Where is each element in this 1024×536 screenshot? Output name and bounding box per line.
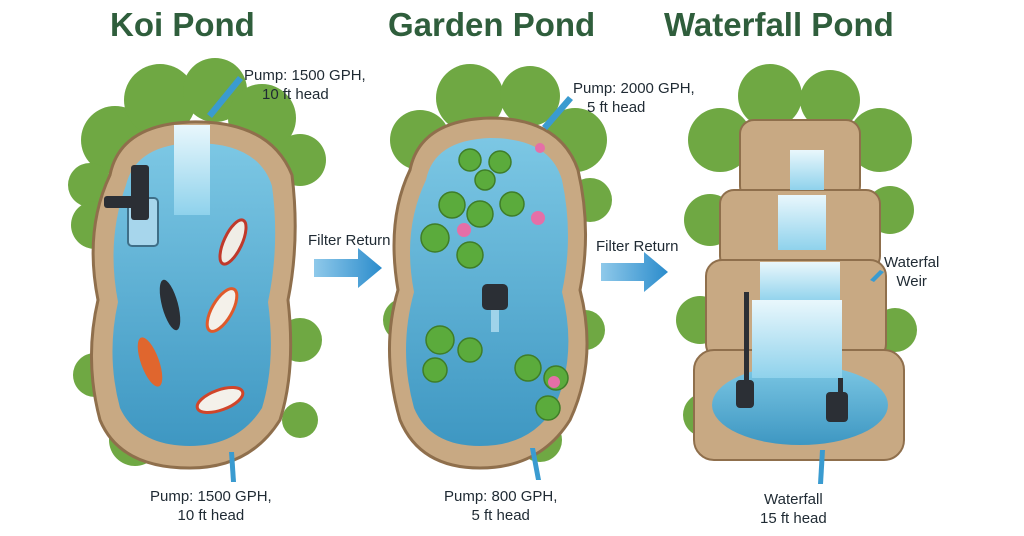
- koi-pond-title: Koi Pond: [110, 6, 255, 43]
- waterfall-bottom-line-1: Waterfall: [764, 491, 823, 508]
- garden-pump-top-line-2: 5 ft head: [587, 99, 646, 116]
- waterfall-bottom-line-2: 15 ft head: [760, 510, 827, 527]
- koi-filter-box: [104, 165, 159, 247]
- garden-pump-pointer-top: [542, 96, 573, 130]
- waterfall-weir-line-2: Weir: [896, 273, 927, 290]
- lotus-flowers: [457, 143, 560, 388]
- garden-pond-title: Garden Pond: [388, 6, 596, 43]
- waterfall-pumps: [736, 292, 848, 422]
- garden-pump-top-line-1: Pump: 2000 GPH,: [573, 80, 695, 97]
- waterfall-label-bottom: Waterfall 15 ft head: [760, 490, 827, 528]
- koi-waterfall-spout: [174, 125, 210, 215]
- filter-return-arrow-2: [601, 252, 668, 292]
- koi-pump-pointer-top: [207, 76, 243, 118]
- waterfall-weir-label: Waterfal Weir: [884, 253, 939, 291]
- koi-pond: [68, 58, 326, 482]
- garden-pump-bottom-line-1: Pump: 800 GPH,: [444, 488, 558, 505]
- koi-pump-bottom-line-1: Pump: 1500 GPH,: [150, 488, 272, 505]
- garden-pump-pointer-bottom: [530, 448, 541, 480]
- garden-pump-label-top: Pump: 2000 GPH, 5 ft head: [573, 79, 695, 117]
- waterfall-weir-pointer: [870, 270, 884, 282]
- lily-pads: [420, 148, 569, 421]
- koi-pump-bottom-line-2: 10 ft head: [177, 507, 245, 524]
- koi-fish: [137, 218, 248, 414]
- koi-pump-top-line-2: 10 ft head: [262, 86, 329, 103]
- koi-pump-label-top: Pump: 1500 GPH, 10 ft head: [244, 66, 366, 104]
- koi-pump-pointer-bottom: [229, 452, 236, 482]
- waterfall-pond-title: Waterfall Pond: [664, 6, 894, 43]
- filter-return-arrow-1: [314, 248, 382, 288]
- garden-fountain-pump: [482, 284, 508, 332]
- filter-return-label-2: Filter Return: [596, 238, 679, 255]
- waterfall-pond: [676, 64, 917, 484]
- koi-pump-top-line-1: Pump: 1500 GPH,: [244, 67, 366, 84]
- filter-return-label-1: Filter Return: [308, 232, 391, 249]
- garden-pond: [383, 64, 612, 480]
- waterfall-cascades: [752, 150, 842, 378]
- garden-pump-bottom-line-2: 5 ft head: [471, 507, 530, 524]
- waterfall-basin: [712, 365, 888, 445]
- koi-pump-label-bottom: Pump: 1500 GPH, 10 ft head: [150, 487, 272, 525]
- waterfall-weir-line-1: Waterfal: [884, 254, 940, 271]
- garden-pump-label-bottom: Pump: 800 GPH, 5 ft head: [444, 487, 557, 525]
- waterfall-pointer-bottom: [818, 450, 825, 484]
